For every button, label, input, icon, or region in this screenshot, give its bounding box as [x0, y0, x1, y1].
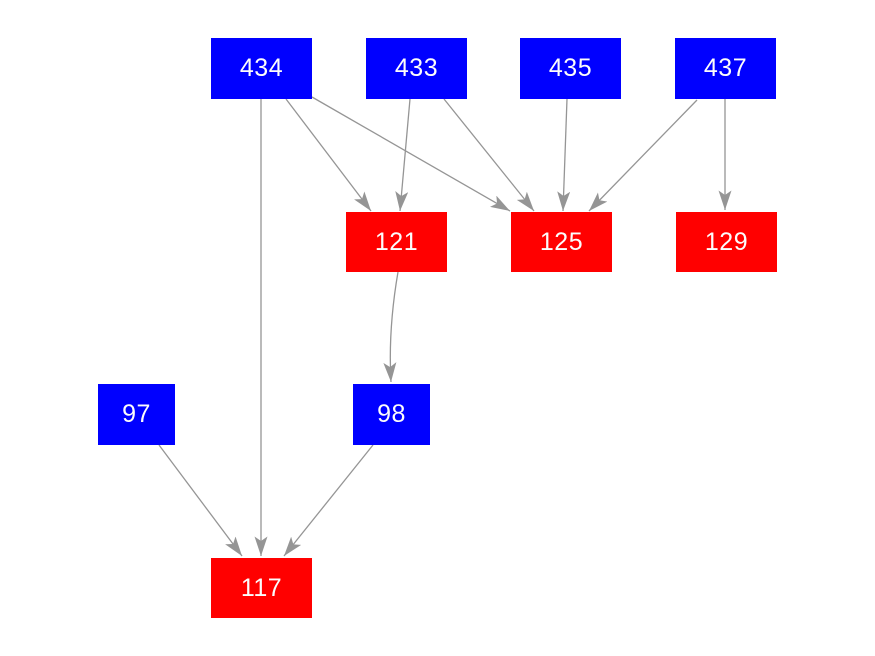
edge-434-to-121 — [285, 98, 372, 212]
node-label-434: 434 — [239, 54, 284, 82]
node-label-433: 433 — [394, 54, 439, 82]
graph-node-117: 117 — [211, 558, 312, 618]
edge-433-to-121 — [395, 98, 411, 212]
graph-node-125: 125 — [511, 212, 612, 272]
graph-node-435: 435 — [520, 38, 621, 99]
edge-121-to-98 — [383, 271, 399, 383]
node-label-121: 121 — [374, 227, 419, 256]
graph-node-121: 121 — [346, 212, 447, 272]
node-label-125: 125 — [539, 227, 584, 256]
node-label-437: 437 — [703, 54, 748, 82]
graph-node-434: 434 — [211, 38, 312, 99]
node-label-98: 98 — [377, 400, 406, 428]
edge-98-to-117 — [283, 444, 374, 557]
node-label-97: 97 — [122, 400, 151, 428]
node-label-117: 117 — [240, 573, 283, 602]
edge-437-to-125 — [588, 99, 698, 212]
node-label-435: 435 — [548, 54, 593, 82]
edge-433-to-125 — [443, 98, 535, 212]
graph-node-97: 97 — [98, 384, 175, 445]
edge-434-to-125 — [311, 96, 511, 212]
edge-97-to-117 — [158, 444, 243, 557]
node-label-129: 129 — [704, 227, 749, 256]
graph-node-437: 437 — [675, 38, 776, 99]
edge-435-to-125 — [557, 98, 571, 212]
graph-node-129: 129 — [676, 212, 777, 272]
graph-node-98: 98 — [353, 384, 430, 445]
graph-node-433: 433 — [366, 38, 467, 99]
